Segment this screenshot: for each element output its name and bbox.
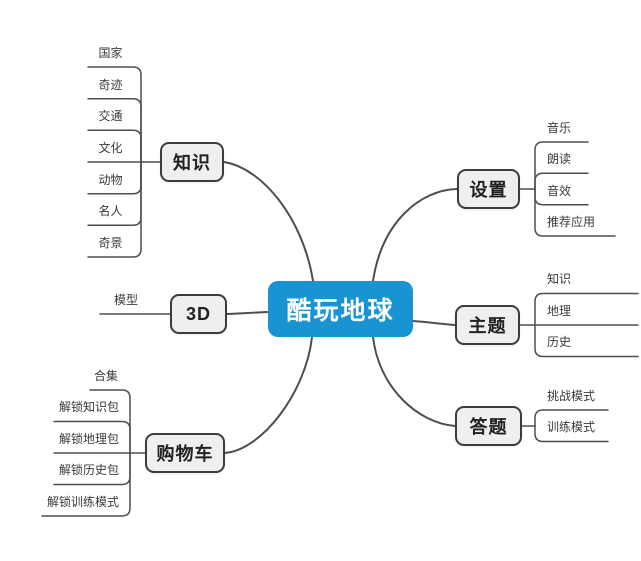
connector-central-theme bbox=[412, 320, 456, 326]
subtopic-geography-pack[interactable]: 解锁地理包 bbox=[58, 432, 119, 446]
subtopic-history-pack[interactable]: 解锁历史包 bbox=[58, 463, 119, 477]
connector-knowledge-scenery bbox=[87, 161, 142, 258]
topic-cart[interactable]: 购物车 bbox=[145, 433, 225, 473]
subtopic-miracle[interactable]: 奇迹 bbox=[98, 78, 123, 92]
subtopic-model[interactable]: 模型 bbox=[114, 293, 139, 307]
topic-theme[interactable]: 主题 bbox=[455, 305, 520, 345]
connector-knowledge-wonder bbox=[87, 97, 142, 163]
subtopic-scenery[interactable]: 奇景 bbox=[98, 236, 123, 250]
subtopic-traffic[interactable]: 交通 bbox=[98, 109, 123, 123]
connector-theme-knowledge bbox=[534, 292, 639, 326]
connector-cart-trainmode bbox=[41, 452, 131, 517]
connector-cart-knowpack bbox=[53, 420, 131, 454]
topic-knowledge[interactable]: 知识 bbox=[160, 142, 224, 182]
connector-central-knowledge bbox=[223, 161, 314, 282]
subtopic-reading[interactable]: 朗读 bbox=[547, 152, 572, 166]
subtopic-recommended-apps[interactable]: 推荐应用 bbox=[547, 215, 596, 229]
connector-knowledge-traffic bbox=[87, 129, 142, 163]
subtopic-theme-geography[interactable]: 地理 bbox=[547, 304, 572, 318]
subtopic-country[interactable]: 国家 bbox=[98, 46, 123, 60]
subtopic-challenge-mode[interactable]: 挑战模式 bbox=[547, 389, 596, 403]
connector-theme-history bbox=[534, 324, 639, 358]
connector-quiz-training bbox=[534, 425, 609, 443]
connector-central-quiz bbox=[372, 336, 456, 427]
central-topic[interactable]: 酷玩地球 bbox=[268, 281, 413, 337]
connector-central-3d bbox=[226, 311, 269, 315]
subtopic-culture[interactable]: 文化 bbox=[98, 141, 123, 155]
connector-settings-music bbox=[534, 141, 589, 190]
topic-settings[interactable]: 设置 bbox=[457, 169, 520, 209]
subtopic-theme-history[interactable]: 历史 bbox=[547, 335, 572, 349]
subtopic-sound-effect[interactable]: 音效 bbox=[547, 184, 572, 198]
topic-3d[interactable]: 3D bbox=[170, 294, 227, 334]
connector-central-cart bbox=[224, 336, 313, 454]
connector-quiz-challenge bbox=[534, 409, 609, 427]
subtopic-theme-knowledge[interactable]: 知识 bbox=[547, 272, 572, 286]
subtopic-music[interactable]: 音乐 bbox=[547, 121, 572, 135]
topic-quiz[interactable]: 答题 bbox=[455, 406, 522, 446]
connector-central-settings bbox=[372, 188, 458, 282]
subtopic-training-unlock[interactable]: 解锁训练模式 bbox=[46, 495, 119, 509]
connector-cart-collection bbox=[89, 389, 131, 454]
connector-knowledge-country bbox=[87, 66, 142, 163]
connector-settings-reading bbox=[534, 172, 589, 190]
subtopic-celebrity[interactable]: 名人 bbox=[98, 204, 123, 218]
subtopic-collection[interactable]: 合集 bbox=[93, 369, 118, 383]
subtopic-knowledge-pack[interactable]: 解锁知识包 bbox=[58, 400, 119, 414]
subtopic-animal[interactable]: 动物 bbox=[98, 173, 123, 187]
connector-settings-apps bbox=[534, 188, 616, 237]
subtopic-training-mode[interactable]: 训练模式 bbox=[547, 420, 596, 434]
